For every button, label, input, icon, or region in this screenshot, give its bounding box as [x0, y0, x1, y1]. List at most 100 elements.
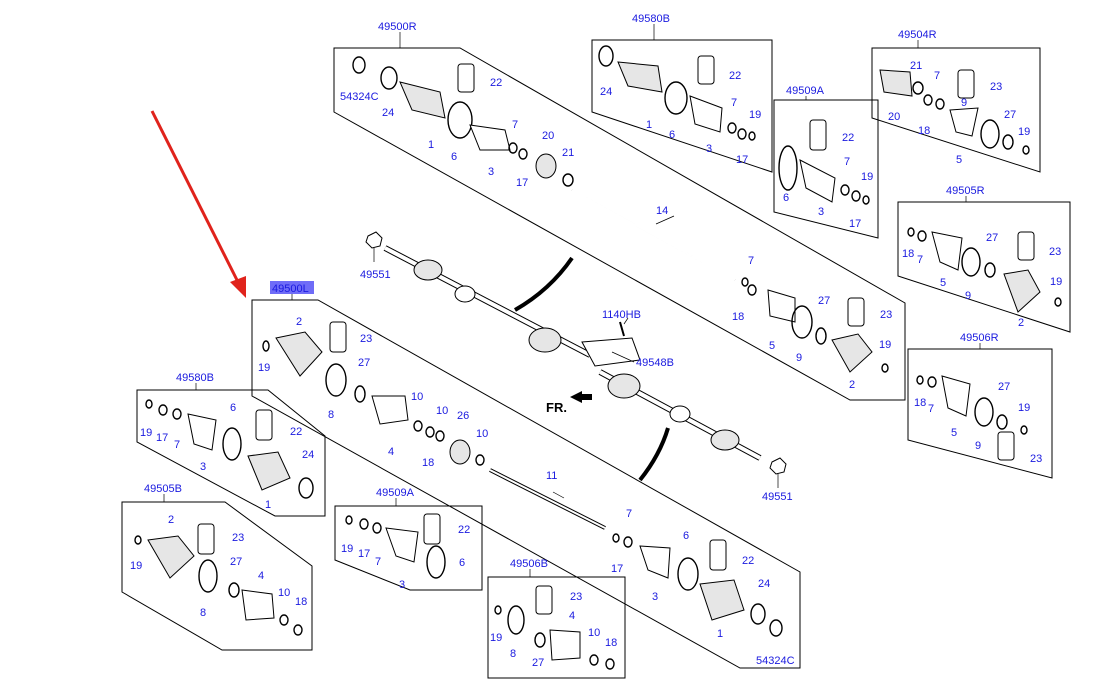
part-label: 9 — [796, 352, 802, 364]
panel-49580B-top — [591, 39, 773, 173]
part-label: 23 — [1030, 453, 1042, 465]
group-label-49500L[interactable]: 49500L — [272, 283, 309, 295]
part-label: 27 — [532, 657, 544, 669]
part-label: 24 — [758, 578, 770, 590]
group-label-49509A-bottom: 49509A — [376, 487, 415, 499]
part-label: 18 — [295, 596, 307, 608]
part-label: 5 — [956, 154, 962, 166]
part-label: 3 — [488, 166, 494, 178]
part-label: 18 — [918, 125, 930, 137]
group-label-49505B: 49505B — [144, 483, 182, 495]
panel-49504R — [871, 47, 1041, 173]
part-label: 17 — [736, 154, 748, 166]
part-label: 6 — [669, 129, 675, 141]
part-label: 22 — [842, 132, 854, 144]
part-label: 4 — [258, 570, 264, 582]
front-direction-label: FR. — [546, 400, 567, 415]
part-label: 54324C — [756, 655, 795, 667]
upper-axle-shaft — [571, 189, 736, 281]
part-label: 3 — [818, 206, 824, 218]
part-label: 19 — [140, 427, 152, 439]
part-label: 2 — [168, 514, 174, 526]
part-label: 17 — [516, 177, 528, 189]
part-label: 9 — [975, 440, 981, 452]
part-label: 9 — [965, 290, 971, 302]
part-label: 17 — [358, 548, 370, 560]
panel-49505R — [897, 201, 1071, 333]
part-label: 7 — [512, 119, 518, 131]
part-label: 27 — [818, 295, 830, 307]
part-label: 8 — [200, 607, 206, 619]
part-label: 6 — [783, 192, 789, 204]
part-label: 27 — [1004, 109, 1016, 121]
part-label: 22 — [458, 524, 470, 536]
part-label: 7 — [375, 556, 381, 568]
part-label: 27 — [230, 556, 242, 568]
part-label: 6 — [451, 151, 457, 163]
panel-49506R — [907, 348, 1053, 479]
panel-49509A-bottom — [334, 505, 483, 591]
part-label: 2 — [849, 379, 855, 391]
part-label: 10 — [436, 405, 448, 417]
part-label: 27 — [358, 357, 370, 369]
panel-49506B — [487, 576, 626, 679]
part-label: 19 — [861, 171, 873, 183]
part-label: 7 — [731, 97, 737, 109]
part-label: 7 — [626, 508, 632, 520]
part-label: 1 — [646, 119, 652, 131]
group-label-49505R: 49505R — [946, 185, 985, 197]
part-label: 9 — [961, 97, 967, 109]
part-label: 23 — [880, 309, 892, 321]
part-label: 10 — [476, 428, 488, 440]
part-label: 22 — [490, 77, 502, 89]
panel-49500R — [333, 47, 906, 401]
red-pointer-arrow — [150, 110, 246, 298]
part-label: 22 — [729, 70, 741, 82]
part-label: 2 — [296, 316, 302, 328]
part-label: 10 — [278, 587, 290, 599]
part-label: 5 — [940, 277, 946, 289]
part-label: 27 — [986, 232, 998, 244]
part-label: 3 — [200, 461, 206, 473]
part-label: 19 — [341, 543, 353, 555]
part-label: 23 — [232, 532, 244, 544]
group-label-49506B: 49506B — [510, 558, 548, 570]
part-label: 19 — [749, 109, 761, 121]
part-label: 49551 — [762, 491, 793, 503]
part-label: 1140HB — [602, 309, 641, 321]
part-shapes — [134, 45, 1062, 670]
part-label: 7 — [844, 156, 850, 168]
part-label: 7 — [174, 439, 180, 451]
part-label: 10 — [588, 627, 600, 639]
part-label: 19 — [1018, 126, 1030, 138]
part-label: 1 — [428, 139, 434, 151]
part-label: 18 — [605, 637, 617, 649]
part-label: 19 — [258, 362, 270, 374]
group-label-49506R: 49506R — [960, 332, 999, 344]
part-label: 21 — [910, 60, 922, 72]
panel-49500L — [251, 299, 801, 669]
part-label: 24 — [600, 86, 612, 98]
part-label: 49548B — [636, 357, 674, 369]
part-label: 18 — [422, 457, 434, 469]
part-label: 8 — [510, 648, 516, 660]
group-label-49500R: 49500R — [378, 21, 417, 33]
part-label: 22 — [742, 555, 754, 567]
group-label-49580B-top: 49580B — [632, 13, 670, 25]
part-label: 1 — [717, 628, 723, 640]
part-label: 23 — [360, 333, 372, 345]
part-label: 20 — [888, 111, 900, 123]
panel-49509A-top — [773, 99, 879, 239]
part-label: 8 — [328, 409, 334, 421]
group-label-49504R: 49504R — [898, 29, 937, 41]
part-label: 19 — [490, 632, 502, 644]
part-label: 18 — [914, 397, 926, 409]
part-label: 7 — [917, 254, 923, 266]
part-label: 3 — [399, 579, 405, 591]
part-label: 6 — [230, 402, 236, 414]
part-label: 19 — [1050, 276, 1062, 288]
lower-axle-shaft — [489, 468, 606, 530]
part-label: 49551 — [360, 269, 391, 281]
